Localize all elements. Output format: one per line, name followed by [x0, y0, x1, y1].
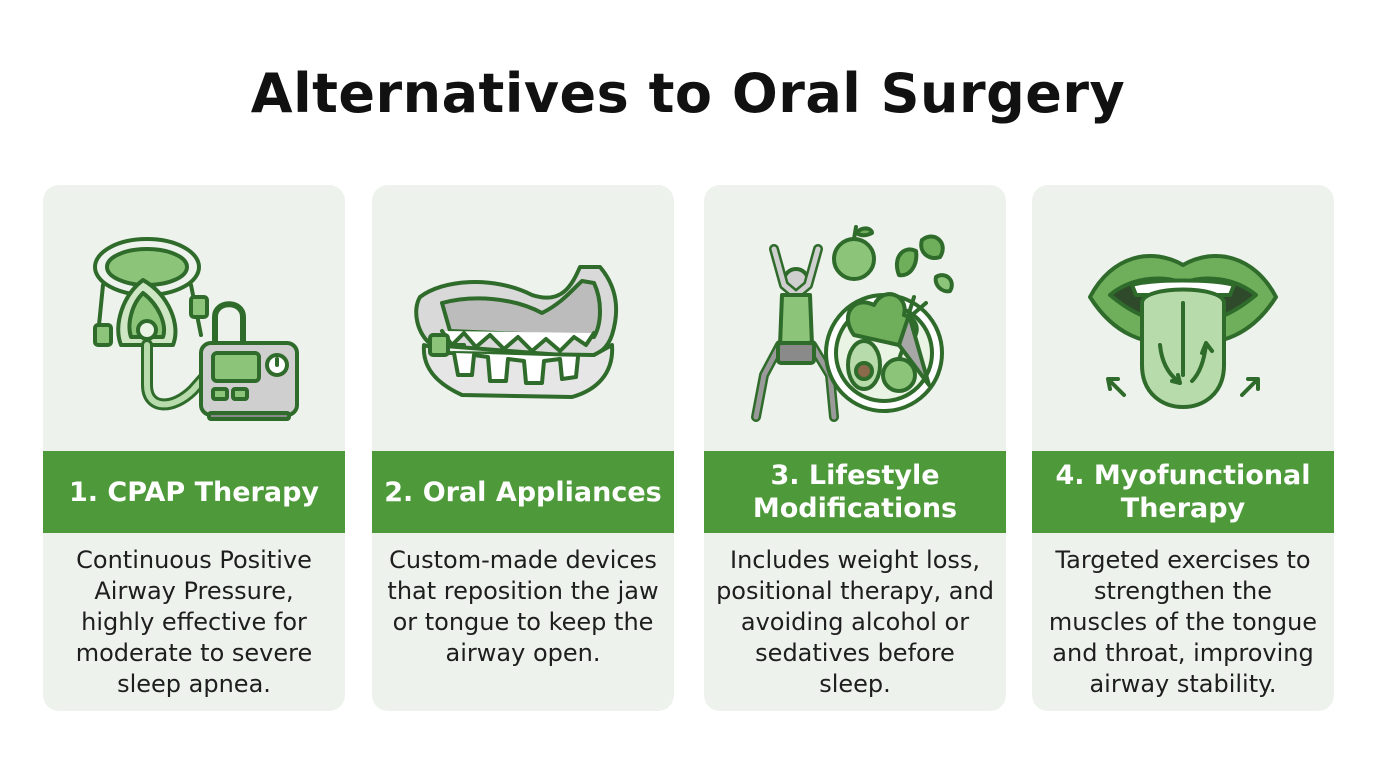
card-oral-appliances: 2. Oral Appliances Custom-made devices t…: [372, 185, 674, 711]
mouthguard-icon: [372, 185, 674, 451]
exercise-and-healthy-food-icon: [704, 185, 1006, 451]
cpap-machine-icon: [43, 185, 345, 451]
card-description: Continuous Positive Airway Pressure, hig…: [75, 546, 313, 698]
card-description: Includes weight loss, positional therapy…: [716, 546, 994, 698]
card-description: Custom-made devices that reposition the …: [387, 546, 659, 667]
card-myofunctional-therapy: 4. Myofunctional Therapy Targeted exerci…: [1032, 185, 1334, 711]
card-cpap-therapy: 1. CPAP Therapy Continuous Positive Airw…: [43, 185, 345, 711]
card-lifestyle-modifications: 3. Lifestyle Modifications Includes weig…: [704, 185, 1006, 711]
card-heading: 1. CPAP Therapy: [43, 451, 345, 533]
tongue-exercise-icon: [1032, 185, 1334, 451]
card-heading: 3. Lifestyle Modifications: [704, 451, 1006, 533]
page-title: Alternatives to Oral Surgery: [250, 62, 1126, 125]
card-heading: 2. Oral Appliances: [372, 451, 674, 533]
card-heading: 4. Myofunctional Therapy: [1032, 451, 1334, 533]
card-description: Targeted exercises to strengthen the mus…: [1048, 546, 1318, 698]
